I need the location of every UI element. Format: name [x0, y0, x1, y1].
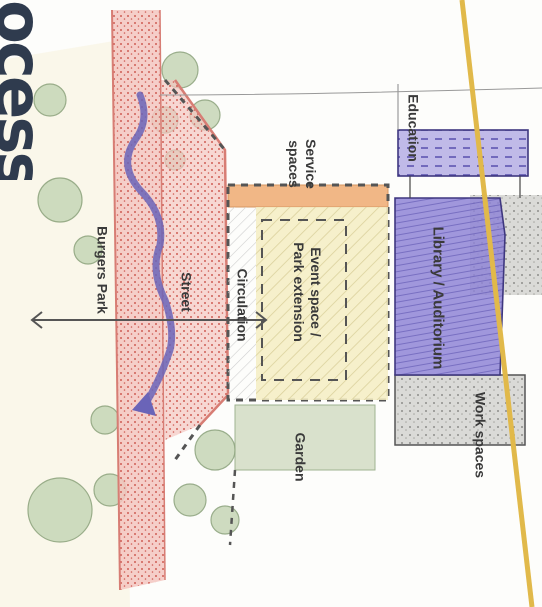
- label-circulation: Circulation: [234, 268, 251, 341]
- label-event-space: Event space / Park extension: [290, 242, 324, 342]
- label-work-spaces: Work spaces: [472, 392, 489, 478]
- label-library-auditorium: Library / Auditorium: [430, 227, 447, 370]
- label-event-line1: Event space /: [308, 247, 324, 337]
- label-service-line1: Service: [303, 139, 319, 189]
- label-burgers-park: Burgers Park: [94, 226, 111, 314]
- label-street: Street: [178, 272, 195, 312]
- label-service-line2: spaces: [286, 140, 302, 187]
- label-event-line2: Park extension: [291, 242, 307, 342]
- label-garden: Garden: [292, 432, 309, 481]
- label-service-spaces: Service spaces: [285, 139, 319, 189]
- title-fragment: ocess: [0, 0, 40, 180]
- title-text: ocess: [0, 0, 38, 180]
- label-education: Education: [405, 94, 422, 162]
